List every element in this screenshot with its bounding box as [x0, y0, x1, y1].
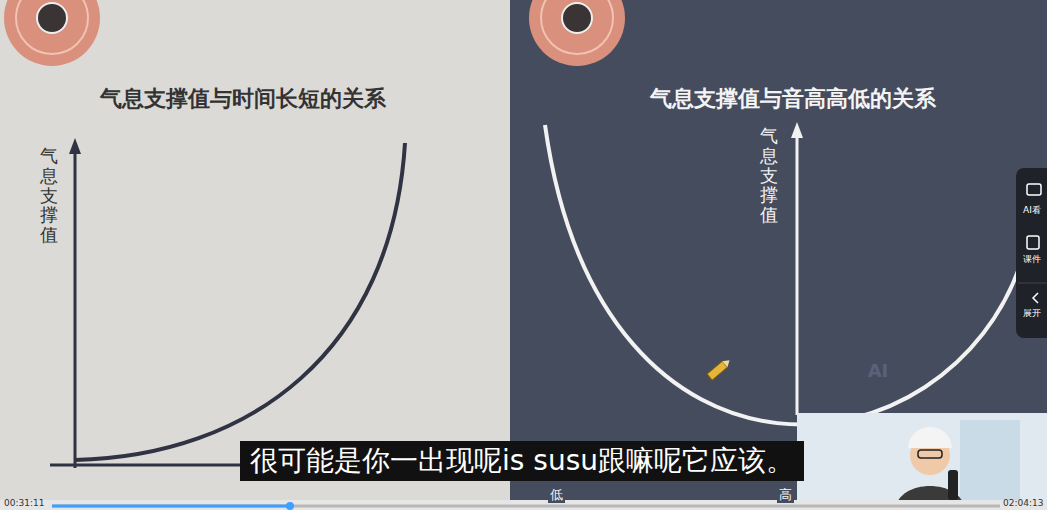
time-curve	[75, 143, 405, 460]
watermark: AI	[868, 360, 889, 382]
left-axes	[50, 150, 500, 468]
decor-disc	[4, 0, 100, 66]
axis-label: 高	[777, 487, 794, 503]
axis-label: 低	[548, 487, 565, 503]
axis-label: 气息支撑值	[760, 126, 778, 225]
side-panel	[1016, 168, 1047, 338]
time-stamp: 02:04:13	[1003, 498, 1043, 509]
decor-disc	[529, 0, 625, 66]
panel-label: 展开	[1023, 308, 1041, 319]
panel-label: AI看	[1023, 205, 1041, 216]
progress-bar	[0, 500, 1047, 510]
subtitle: 很可能是你一出现呢is susu跟嘛呢它应该。	[240, 441, 804, 481]
pitch-curve	[545, 125, 1022, 425]
pencil-cursor	[707, 357, 732, 380]
time-stamp: 00:31:11	[4, 498, 44, 509]
right-slide	[510, 0, 1047, 510]
right-axis	[796, 135, 799, 415]
axis-arrow	[791, 122, 803, 138]
panel-label: 课件	[1023, 254, 1041, 265]
left-slide	[0, 0, 510, 510]
chart-title: 气息支撑值与时间长短的关系	[100, 86, 386, 112]
chart-title: 气息支撑值与音高高低的关系	[650, 86, 936, 112]
webcam-inset	[797, 413, 1047, 510]
axis-label: 气息支撑值	[40, 146, 58, 245]
axis-arrow	[69, 138, 81, 154]
